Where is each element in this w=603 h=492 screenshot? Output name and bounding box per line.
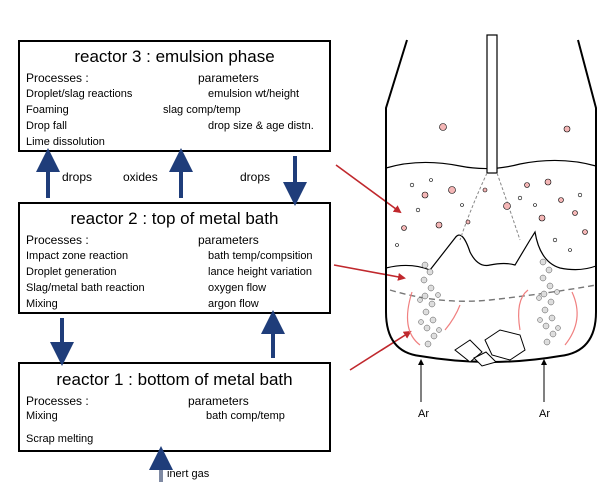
- pointer-bath-bottom: [349, 330, 412, 371]
- circulation-left: [406, 291, 461, 346]
- reactor-2-parameter-item: lance height variation: [208, 266, 312, 278]
- reactor-2-box: reactor 2 : top of metal bath Processes …: [18, 202, 331, 314]
- reactor-2-parameter-item: bath temp/compsition: [208, 250, 313, 262]
- metal-surface: [385, 230, 597, 271]
- reactor-3-parameter-item: slag comp/temp: [163, 104, 241, 116]
- reactor-2-processes-header: Processes :: [26, 233, 89, 247]
- reactor-1-parameter-item: bath comp/temp: [206, 410, 285, 422]
- argon-label-left: Ar: [418, 408, 429, 420]
- reactor-2-parameters-header: parameters: [198, 233, 259, 247]
- oxides-label: oxides: [123, 170, 158, 184]
- oxygen-jet: [459, 172, 521, 241]
- reactor-2-title: reactor 2 : top of metal bath: [70, 209, 279, 228]
- reactor-3-process-item: Lime dissolution: [26, 136, 105, 148]
- drops-label-right: drops: [240, 170, 271, 184]
- reactor-3-box: reactor 3 : emulsion phase Processes : p…: [18, 40, 331, 152]
- reactor-3-parameter-item: drop size & age distn.: [208, 120, 314, 132]
- reactor-3-parameters-header: parameters: [198, 71, 259, 85]
- circulation-right: [518, 289, 578, 346]
- argon-label-right: Ar: [539, 408, 550, 420]
- reactor-3-process-item: Drop fall: [26, 120, 67, 132]
- reactor-3-parameter-item: emulsion wt/height: [208, 88, 300, 100]
- reactor-1-box: reactor 1 : bottom of metal bath Process…: [18, 362, 331, 452]
- reactor-3-process-item: Foaming: [26, 104, 69, 116]
- reactor-1-process-item: Mixing: [26, 410, 58, 422]
- oxygen-lance: [486, 34, 498, 174]
- pointer-metal-top: [333, 264, 406, 281]
- scrap-pieces: [454, 329, 526, 367]
- reactor-3-processes-header: Processes :: [26, 71, 89, 85]
- reactor-3-title: reactor 3 : emulsion phase: [74, 47, 275, 66]
- drops-label-left: drops: [62, 170, 93, 184]
- reactor-1-processes-header: Processes :: [26, 394, 89, 408]
- reactor-1-title: reactor 1 : bottom of metal bath: [56, 370, 293, 389]
- reactor-1-process-item: Scrap melting: [26, 433, 94, 445]
- bath-dashed-line: [389, 284, 597, 302]
- reactor-2-process-item: Droplet generation: [26, 266, 117, 278]
- inert-gas-label: inert gas: [167, 468, 210, 480]
- reactor-2-parameter-item: argon flow: [208, 298, 259, 310]
- pointer-emulsion: [335, 164, 402, 214]
- reactor-3-process-item: Droplet/slag reactions: [26, 88, 133, 100]
- reactor-2-process-item: Mixing: [26, 298, 58, 310]
- emulsion-droplets: [401, 123, 588, 235]
- bubble-plume-left: [417, 261, 442, 348]
- small-droplets: [395, 178, 583, 252]
- reactor-1-parameters-header: parameters: [188, 394, 249, 408]
- reactor-2-parameter-item: oxygen flow: [208, 282, 267, 294]
- bubble-plume-right: [536, 258, 561, 346]
- reactor-2-process-item: Impact zone reaction: [26, 250, 129, 262]
- reactor-2-process-item: Slag/metal bath reaction: [26, 282, 145, 294]
